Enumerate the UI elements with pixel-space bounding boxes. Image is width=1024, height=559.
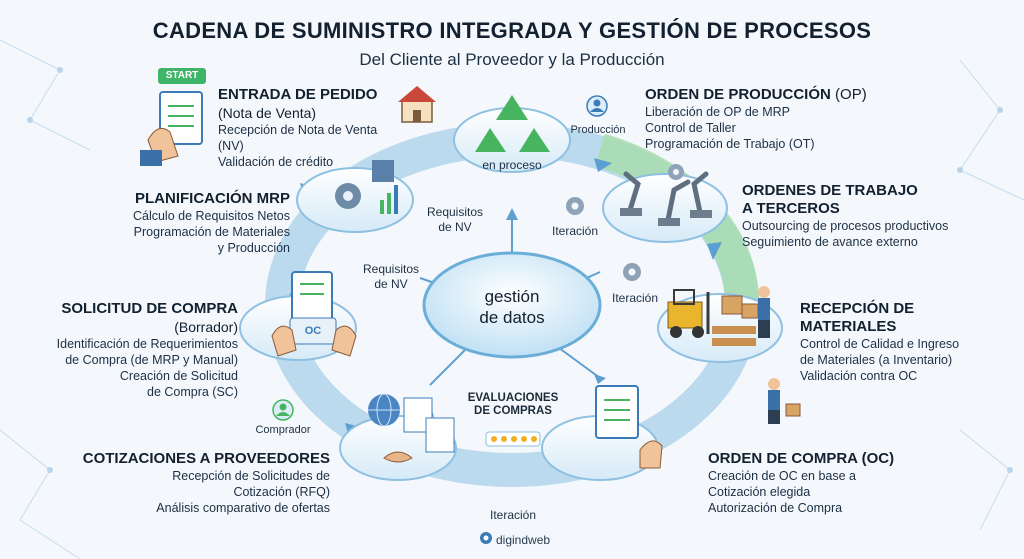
- gear-icon-3: [668, 164, 684, 180]
- entrada-title: ENTRADA DE PEDIDO: [218, 86, 378, 103]
- ordenes-terceros-title-2: A TERCEROS: [742, 200, 840, 217]
- brand-name: digindweb: [496, 533, 551, 547]
- recepcion-line: Validación contra OC: [800, 369, 918, 383]
- cotizaciones-line: Recepción de Solicitudes de: [172, 469, 330, 483]
- data-hub-line: de datos: [479, 308, 545, 327]
- start-badge: START: [158, 68, 206, 84]
- globe-handshake-icon: [368, 393, 455, 463]
- flow-label-line: de NV: [374, 277, 408, 291]
- recycle-icon: [475, 95, 550, 152]
- orden-compra-line: Cotización elegida: [708, 485, 811, 499]
- planificacion-line: y Producción: [217, 241, 290, 255]
- evaluaciones-label: EVALUACIONES DE COMPRAS: [456, 392, 570, 418]
- solicitud-line: de Compra (de MRP y Manual): [65, 353, 238, 367]
- network-decoration: [0, 39, 1024, 559]
- planificacion-title: PLANIFICACIÓN MRP: [135, 190, 290, 207]
- orden-produccion-line: Liberación de OP de MRP: [645, 105, 790, 119]
- recepcion-line: de Materiales (a Inventario): [800, 353, 953, 367]
- order-document-icon: [140, 91, 203, 166]
- recepcion-title-2: MATERIALES: [800, 318, 897, 335]
- planificacion-line: Cálculo de Requisitos Netos: [132, 209, 290, 223]
- orden-compra-line: Autorización de Compra: [708, 501, 843, 515]
- worker-2-icon: [768, 378, 801, 424]
- purchase-order-document-icon: [595, 385, 663, 469]
- worker-icon: [758, 286, 770, 338]
- cotizaciones-title: COTIZACIONES A PROVEEDORES: [82, 450, 330, 467]
- house-icon: [398, 86, 436, 123]
- ordenes-terceros-title: ORDENES DE TRABAJO: [742, 182, 918, 199]
- evaluaciones-line: EVALUACIONES: [467, 392, 559, 404]
- forklift-icon: [667, 289, 759, 346]
- production-avatar-icon: [586, 95, 608, 117]
- cotizaciones-line: Análisis comparativo de ofertas: [156, 501, 330, 515]
- recepcion-line: Control de Calidad e Ingreso: [800, 337, 960, 351]
- flow-label-iteracion-2: Iteración: [611, 291, 659, 305]
- ordenes-terceros-block: ORDENES DE TRABAJO A TERCEROS Outsourcin…: [742, 182, 982, 250]
- page-subtitle: Del Cliente al Proveedor y la Producción: [359, 50, 665, 69]
- cotizaciones-block: COTIZACIONES A PROVEEDORES Recepción de …: [60, 450, 330, 516]
- flow-label-req-nv-2: Requisitos de NV: [356, 262, 426, 292]
- buyer-avatar-icon: [272, 399, 294, 421]
- orden-produccion-title-text: ORDEN DE PRODUCCIÓN: [645, 86, 831, 103]
- brand-logo-icon: [480, 532, 492, 544]
- solicitud-title: SOLICITUD DE COMPRA: [61, 300, 238, 317]
- entrada-line: Recepción de Nota de Venta (NV): [218, 123, 378, 153]
- orden-produccion-line: Programación de Trabajo (OT): [645, 137, 815, 151]
- orden-produccion-line: Control de Taller: [645, 121, 736, 135]
- top-node-label: en proceso: [482, 158, 542, 172]
- ordenes-terceros-line: Outsourcing de procesos productivos: [742, 219, 949, 233]
- page-title: CADENA DE SUMINISTRO INTEGRADA Y GESTIÓN…: [152, 18, 872, 43]
- flow-label-iteracion-3: Iteración: [489, 508, 537, 522]
- gear-icon-1: [566, 197, 584, 215]
- buyer-role-label: Comprador: [255, 424, 311, 436]
- recepcion-block: RECEPCIÓN DE MATERIALES Control de Calid…: [800, 300, 1000, 384]
- data-hub-label: gestión de datos: [458, 286, 566, 328]
- cotizaciones-line: Cotización (RFQ): [233, 485, 330, 499]
- ordenes-terceros-line: Seguimiento de avance externo: [742, 235, 918, 249]
- entrada-block: ENTRADA DE PEDIDO (Nota de Venta) Recepc…: [218, 86, 398, 170]
- flow-label-line: Requisitos: [426, 205, 484, 219]
- flow-label-req-nv: Requisitos de NV: [420, 205, 490, 235]
- mrp-gears-icon: [335, 160, 398, 214]
- recepcion-title: RECEPCIÓN DE: [800, 300, 915, 317]
- purchase-request-icon: [271, 271, 357, 357]
- robot-arms-icon: [623, 171, 709, 223]
- flow-label-line: de NV: [438, 220, 472, 234]
- flow-label-iteracion-1: Iteración: [551, 224, 599, 238]
- planificacion-line: Programación de Materiales: [133, 225, 290, 239]
- production-role-label: Producción: [570, 124, 626, 136]
- oc-doc-label: OC: [304, 325, 322, 337]
- evaluaciones-line: DE COMPRAS: [474, 405, 552, 417]
- solicitud-line: de Compra (SC): [147, 385, 238, 399]
- solicitud-block: SOLICITUD DE COMPRA (Borrador) Identific…: [20, 300, 238, 400]
- gear-icon-2: [623, 263, 641, 281]
- solicitud-subtitle: (Borrador): [174, 319, 238, 335]
- orden-compra-title: ORDEN DE COMPRA (OC): [708, 450, 895, 467]
- solicitud-line: Identificación de Requerimientos: [56, 337, 238, 351]
- data-hub-line: gestión: [484, 287, 540, 306]
- orden-produccion-title-suffix: (OP): [835, 86, 867, 103]
- data-hub: [422, 251, 602, 359]
- orden-produccion-title: ORDEN DE PRODUCCIÓN (OP): [645, 86, 885, 104]
- entrada-line: Validación de crédito: [218, 155, 334, 169]
- entrada-subtitle: (Nota de Venta): [218, 105, 317, 121]
- rating-stars-icon: [485, 431, 541, 447]
- orden-compra-block: ORDEN DE COMPRA (OC) Creación de OC en b…: [708, 450, 928, 516]
- flow-label-line: Requisitos: [362, 262, 420, 276]
- planificacion-block: PLANIFICACIÓN MRP Cálculo de Requisitos …: [110, 190, 290, 256]
- orden-produccion-block: ORDEN DE PRODUCCIÓN (OP) Liberación de O…: [645, 86, 885, 152]
- orden-compra-line: Creación de OC en base a: [708, 469, 857, 483]
- solicitud-line: Creación de Solicitud: [119, 369, 238, 383]
